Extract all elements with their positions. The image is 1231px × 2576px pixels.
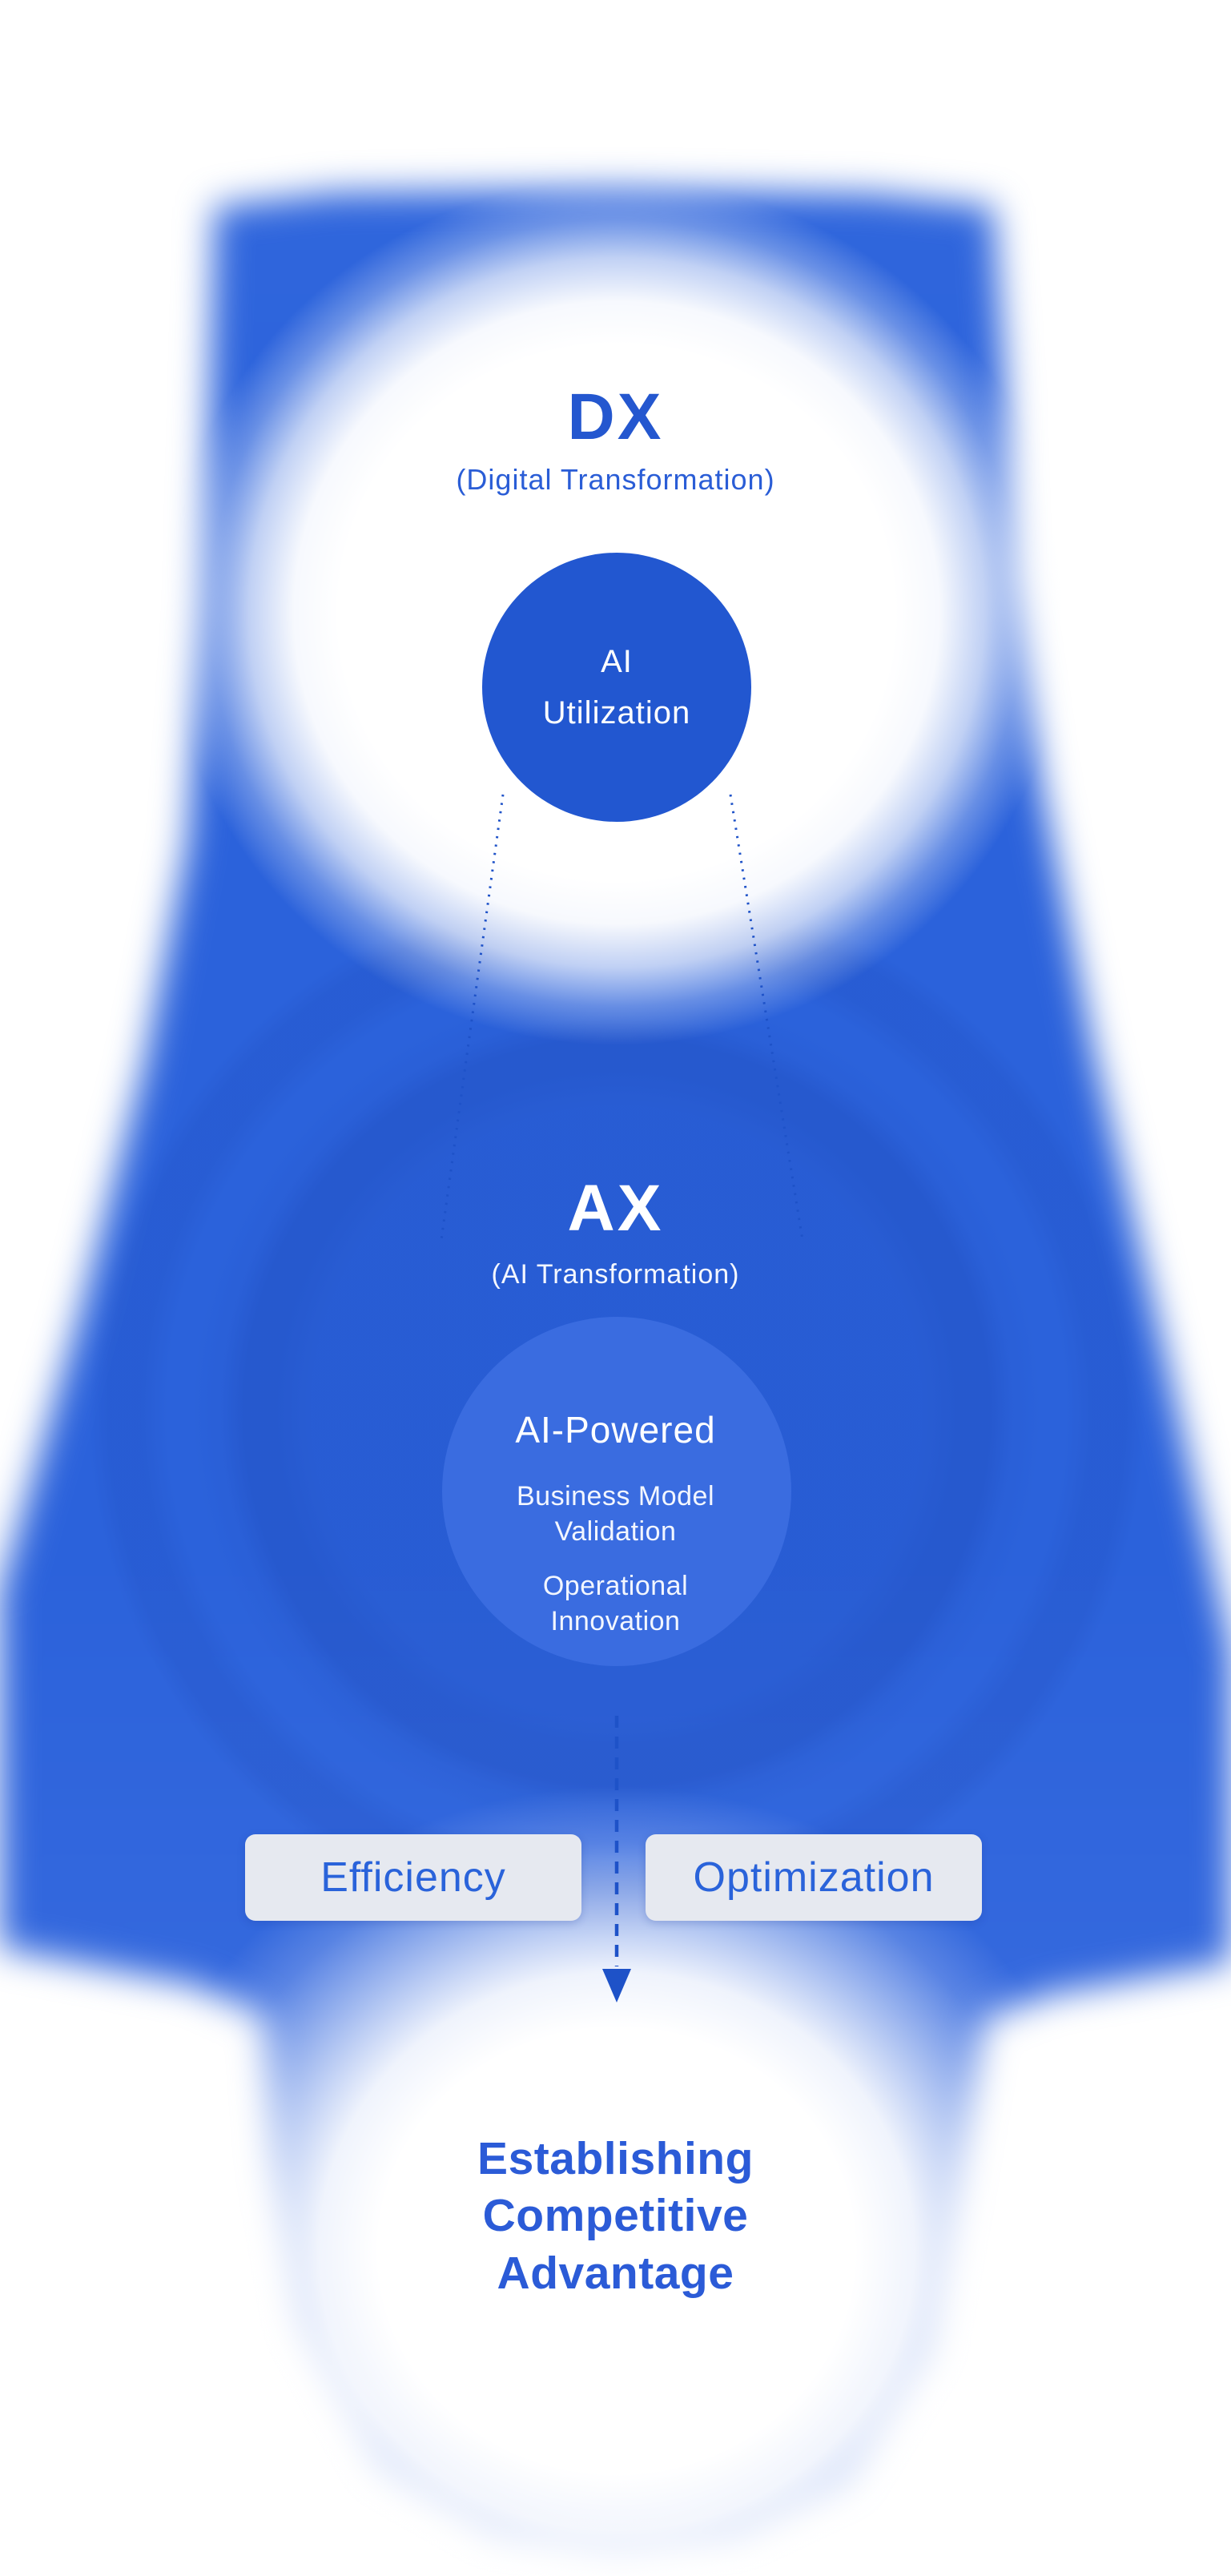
ai-powered-item-business-model: Business Model Validation <box>0 1479 1231 1549</box>
outcome-text: Establishing Competitive Advantage <box>0 2131 1231 2302</box>
optimization-badge-label: Optimization <box>693 1854 935 1901</box>
operational-line2: Innovation <box>550 1606 681 1637</box>
ai-utilization-line1: AI <box>601 644 633 679</box>
ai-utilization-circle: AI Utilization <box>482 553 751 822</box>
dx-title: DX <box>567 380 664 453</box>
efficiency-badge-label: Efficiency <box>320 1854 506 1901</box>
operational-line1: Operational <box>542 1571 689 1601</box>
ai-powered-heading: AI-Powered <box>515 1409 716 1451</box>
ai-powered-circle <box>442 1317 791 1666</box>
outcome-line1: Establishing <box>477 2133 754 2184</box>
dx-subtitle: (Digital Transformation) <box>456 463 775 496</box>
outcome-line3: Advantage <box>497 2247 734 2299</box>
ax-subtitle: (AI Transformation) <box>491 1259 740 1290</box>
business-model-line2: Validation <box>554 1516 677 1548</box>
ax-title: AX <box>567 1172 664 1245</box>
ai-utilization-label: AI Utilization <box>543 636 690 739</box>
business-model-line1: Business Model <box>516 1481 714 1511</box>
ai-powered-item-operational: Operational Innovation <box>0 1568 1231 1639</box>
efficiency-badge[interactable]: Efficiency <box>245 1834 581 1921</box>
ai-utilization-line2: Utilization <box>542 695 691 731</box>
outcome-line2: Competitive <box>482 2190 749 2242</box>
optimization-badge[interactable]: Optimization <box>646 1834 982 1921</box>
